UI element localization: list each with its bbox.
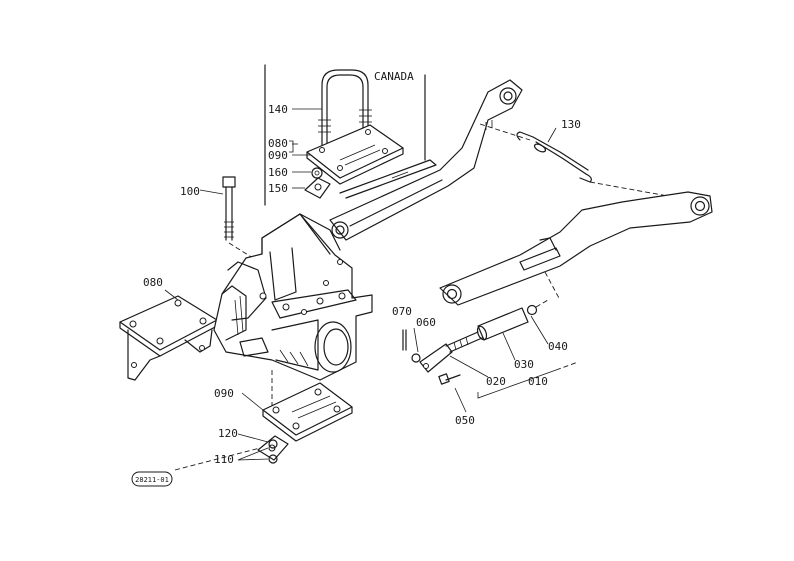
label-020: 020 — [486, 375, 506, 388]
label-090: 090 — [214, 387, 234, 400]
label-010: 010 — [528, 375, 548, 388]
label-130: 130 — [561, 118, 581, 131]
label-060: 060 — [416, 316, 436, 329]
label-040: 040 — [548, 340, 568, 353]
label-030: 030 — [514, 358, 534, 371]
upper-lift-arm — [329, 79, 531, 241]
label-160: 160 — [268, 166, 288, 179]
label-090-inset: 090 — [268, 149, 288, 162]
leveling-rod-assembly — [402, 299, 579, 413]
label-150: 150 — [268, 182, 288, 195]
plate-090-lower — [174, 370, 353, 471]
label-120: 120 — [218, 427, 238, 440]
label-080-inset: 080 — [268, 137, 288, 150]
label-140: 140 — [268, 103, 288, 116]
diagram-code: 28211-01 — [135, 476, 169, 484]
label-050: 050 — [455, 414, 475, 427]
bracket-080 — [119, 289, 218, 381]
label-080: 080 — [143, 276, 163, 289]
lower-lift-arm — [439, 191, 713, 306]
check-chain-130 — [516, 127, 691, 201]
label-110: 110 — [214, 453, 234, 466]
part-labels: CANADA 140 080 090 160 150 100 080 090 1… — [143, 70, 581, 466]
diagram-code-badge: 28211-01 — [131, 471, 173, 487]
region-label-canada: CANADA — [374, 70, 414, 83]
canada-inset — [264, 64, 437, 206]
label-070: 070 — [392, 305, 412, 318]
hitch-housing — [213, 213, 373, 381]
bolt-100 — [199, 176, 273, 271]
label-100: 100 — [180, 185, 200, 198]
